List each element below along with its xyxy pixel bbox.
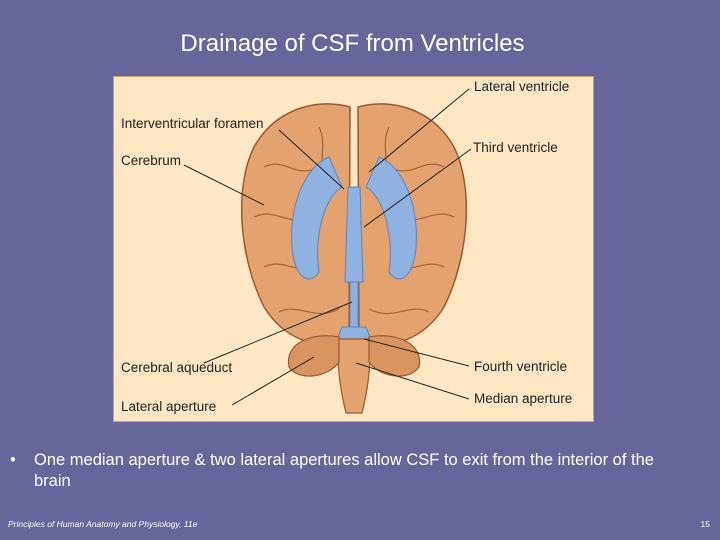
third-ventricle [345,187,363,282]
bullet-marker: • [10,450,16,471]
brainstem [338,339,370,413]
label-third-ventricle: Third ventricle [473,140,558,155]
label-fourth-ventricle: Fourth ventricle [474,359,567,374]
label-cerebrum: Cerebrum [121,153,181,168]
label-cerebral-aqueduct: Cerebral aqueduct [121,360,232,375]
bullet-text: One median aperture & two lateral apertu… [34,450,684,492]
cerebral-aqueduct [350,282,358,327]
label-lateral-aperture: Lateral aperture [121,399,216,414]
page-number: 15 [701,519,710,529]
brain-illustration: Lateral ventricle Interventricular foram… [113,76,594,422]
label-median-aperture: Median aperture [474,391,572,406]
footer-citation: Principles of Human Anatomy and Physiolo… [8,519,197,529]
label-lateral-ventricle: Lateral ventricle [474,79,569,94]
label-interventricular-foramen: Interventricular foramen [121,116,264,131]
slide-title: Drainage of CSF from Ventricles [0,30,705,58]
cerebellum-left [288,336,339,376]
